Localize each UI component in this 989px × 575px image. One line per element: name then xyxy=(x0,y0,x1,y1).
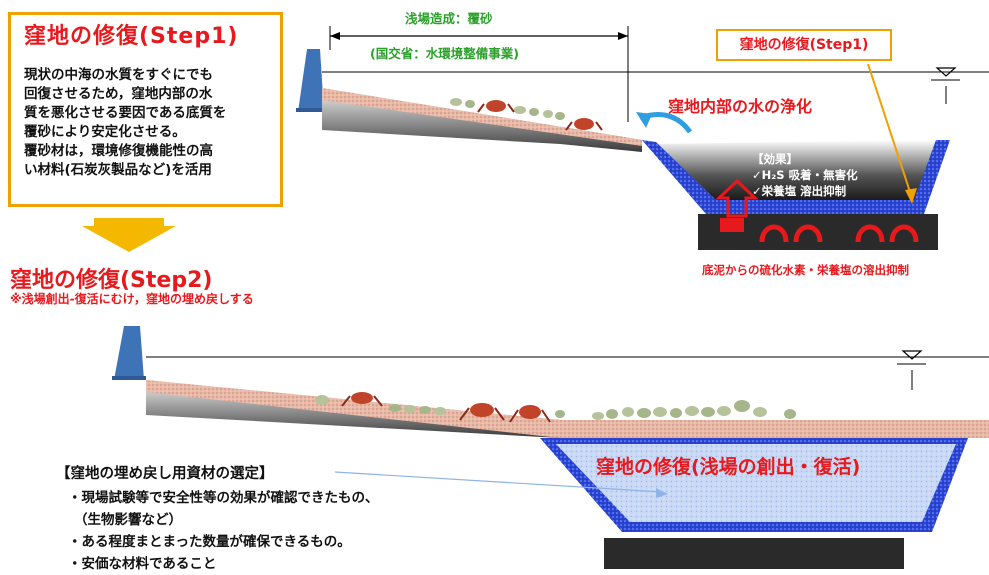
materials-item: ・ある程度まとまった数量が確保できるもの。 xyxy=(68,531,379,553)
step1-description: 現状の中海の水質をすぐにでも 回復させるため，窪地内部の水 質を悪化させる要因で… xyxy=(24,66,279,180)
materials-item: （生物影響など） xyxy=(68,509,379,531)
step1-description-line: 覆砂により安定化させる。 xyxy=(24,123,279,142)
project-label: (国交省：水環境整備事業) xyxy=(370,43,519,62)
purification-label: 窪地内部の水の浄化 xyxy=(668,93,812,117)
materials-item: ・安価な材料であること xyxy=(68,553,379,575)
materials-item: ・現場試験等で安全性等の効果が確認できたもの、 xyxy=(68,487,379,509)
step1-description-line: 覆砂材は，環境修復機能性の高 xyxy=(24,142,279,161)
step-down-arrow xyxy=(82,218,176,252)
step1-description-line: い材料(石炭灰製品など)を活用 xyxy=(24,161,279,180)
materials-title: 【窪地の埋め戻し用資材の選定】 xyxy=(56,462,274,483)
step1-tag: 窪地の修復(Step1) xyxy=(716,29,892,61)
step1-description-line: 質を悪化させる要因である底質を xyxy=(24,104,279,123)
step2-subtitle: ※浅場創出-復活にむけ，窪地の埋め戻しする xyxy=(10,290,254,307)
effect-box: 【効果】 ✓H₂S 吸着・無害化 ✓栄養塩 溶出抑制 xyxy=(752,151,858,199)
seawall-top xyxy=(296,49,326,112)
seabed-slope-bottom xyxy=(146,380,989,438)
water-level-symbol-top xyxy=(931,68,960,104)
step1-description-line: 現状の中海の水質をすぐにでも xyxy=(24,66,279,85)
effect-line: ✓栄養塩 溶出抑制 xyxy=(752,183,858,199)
step1-tag-label: 窪地の修復(Step1) xyxy=(718,31,890,59)
seabed-slope-top xyxy=(322,88,642,152)
crab-icon xyxy=(478,100,514,112)
step1-description-line: 回復させるため，窪地内部の水 xyxy=(24,85,279,104)
restoration-label: 窪地の修復(浅場の創出・復活) xyxy=(596,452,860,479)
step1-title: 窪地の修復(Step1) xyxy=(24,18,238,50)
sediment-label: 底泥からの硫化水素・栄養塩の溶出抑制 xyxy=(702,262,909,278)
effect-line: ✓H₂S 吸着・無害化 xyxy=(752,167,858,183)
seawall-bottom xyxy=(112,326,146,380)
effect-header: 【効果】 xyxy=(752,151,858,167)
crab-icon xyxy=(566,118,602,130)
shallows-label: 浅場造成：覆砂 xyxy=(405,8,493,27)
materials-list: ・現場試験等で安全性等の効果が確認できたもの、 （生物影響など） ・ある程度まと… xyxy=(68,487,379,575)
